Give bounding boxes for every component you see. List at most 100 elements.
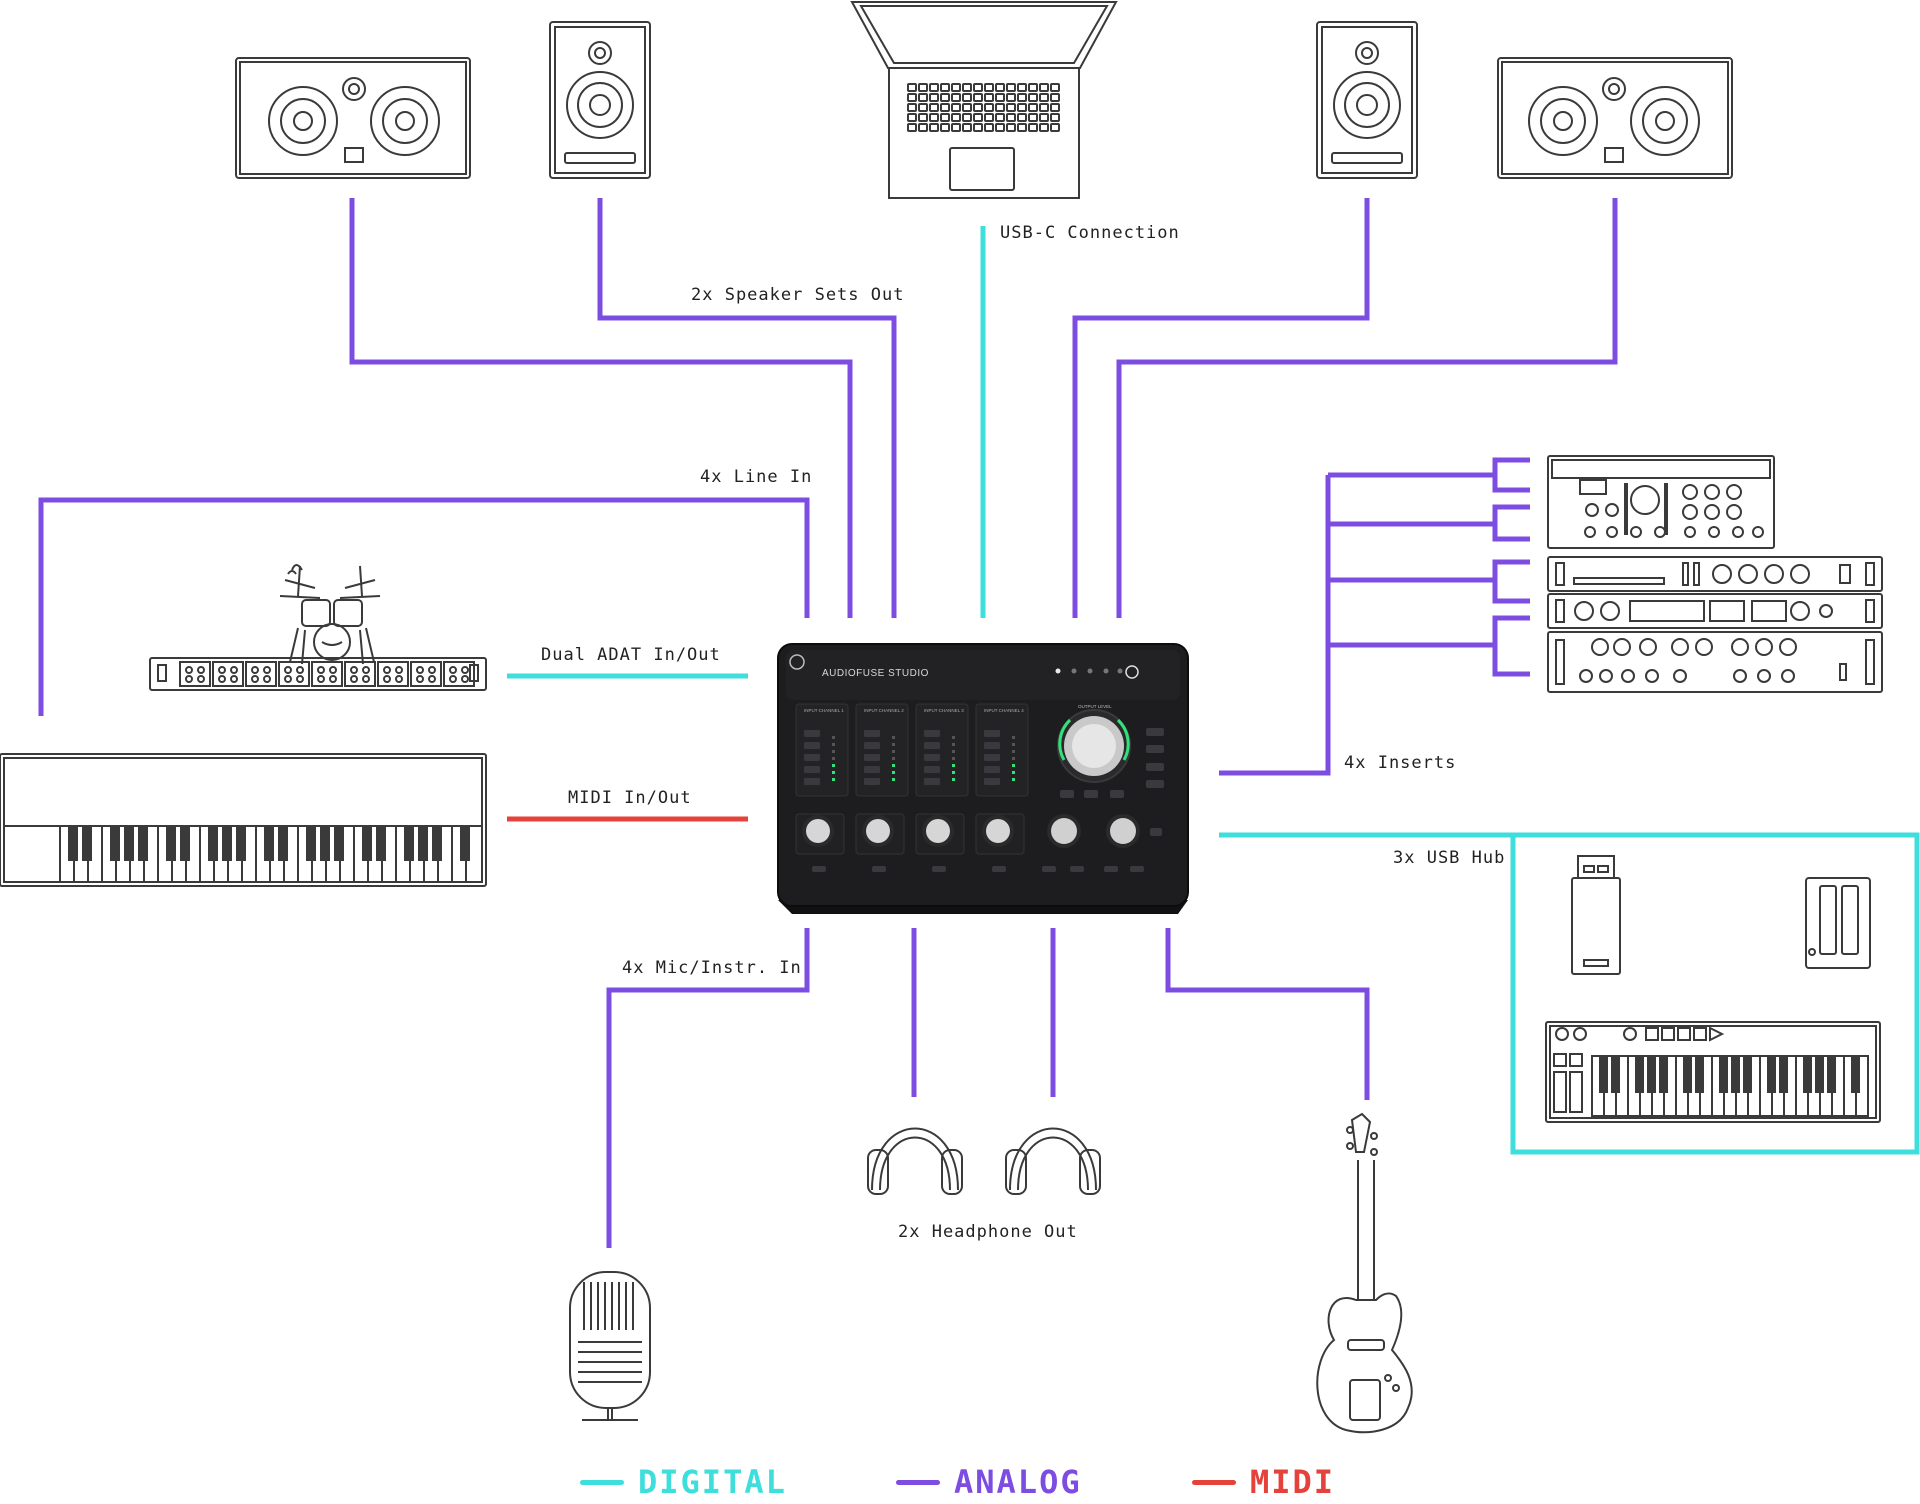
adat-module	[377, 661, 409, 687]
black-key	[110, 825, 120, 861]
label-inserts: 4x Inserts	[1344, 753, 1457, 773]
laptop-key	[1017, 83, 1027, 92]
black-key	[208, 825, 218, 861]
adat-module	[212, 661, 244, 687]
adat-module	[179, 661, 211, 687]
laptop-key	[973, 123, 983, 132]
black-key	[306, 825, 316, 861]
label-line-in: 4x Line In	[700, 467, 813, 487]
legend-analog-swatch	[896, 1479, 940, 1485]
laptop-key	[1006, 123, 1016, 132]
label-midi: MIDI In/Out	[568, 788, 692, 808]
black-key	[460, 825, 470, 861]
studio-monitor-right-large-icon	[1497, 57, 1733, 179]
drum-kit-icon	[279, 564, 381, 665]
laptop-key	[962, 113, 972, 122]
adat-module	[443, 661, 475, 687]
wire-speaker-right-small	[1072, 198, 1370, 618]
black-key	[376, 825, 386, 861]
input-channel-label: INPUT CHANNEL 1	[804, 708, 844, 713]
laptop-key	[951, 83, 961, 92]
adat-module	[410, 661, 442, 687]
laptop-key	[940, 83, 950, 92]
laptop-key	[907, 103, 917, 112]
laptop-key	[918, 123, 928, 132]
laptop-key	[929, 123, 939, 132]
legend-midi-swatch	[1192, 1479, 1236, 1485]
laptop-key	[951, 93, 961, 102]
black-key	[68, 825, 78, 861]
adat-module	[344, 661, 376, 687]
laptop-key	[951, 123, 961, 132]
wire-speaker-left-small	[597, 198, 897, 618]
laptop-key	[1006, 83, 1016, 92]
laptop-key	[1017, 103, 1027, 112]
label-speaker-sets-out: 2x Speaker Sets Out	[691, 285, 905, 305]
outboard-gear-3-icon	[1547, 593, 1883, 629]
laptop-key	[951, 113, 961, 122]
laptop-key	[984, 113, 994, 122]
black-key	[320, 825, 330, 861]
input-channel-strip	[855, 703, 909, 797]
laptop-key	[995, 113, 1005, 122]
laptop-key	[907, 93, 917, 102]
outboard-gear-4-icon	[1547, 631, 1883, 693]
laptop-key	[1050, 83, 1060, 92]
outboard-gear-2-icon	[1547, 556, 1883, 592]
laptop-key	[1028, 103, 1038, 112]
label-usb-hub: 3x USB Hub	[1393, 848, 1506, 868]
keyboard-controller-icon	[0, 753, 487, 887]
black-key	[82, 825, 92, 861]
black-key	[264, 825, 274, 861]
laptop-key	[907, 113, 917, 122]
laptop-key	[984, 103, 994, 112]
laptop-key	[907, 123, 917, 132]
laptop-key	[918, 103, 928, 112]
laptop-key	[929, 113, 939, 122]
studio-monitor-right-small-icon	[1316, 21, 1418, 179]
black-key	[404, 825, 414, 861]
laptop-key	[962, 83, 972, 92]
black-key	[418, 825, 428, 861]
laptop-key	[907, 83, 917, 92]
studio-monitor-left-small-icon	[549, 21, 651, 179]
black-key	[334, 825, 344, 861]
laptop-key	[995, 103, 1005, 112]
legend-digital: DIGITAL	[580, 1462, 787, 1502]
label-headphone-out: 2x Headphone Out	[898, 1222, 1078, 1242]
adat-module	[311, 661, 343, 687]
laptop-key	[940, 93, 950, 102]
laptop-key	[973, 103, 983, 112]
input-channel-strip	[975, 703, 1029, 797]
laptop-key	[918, 113, 928, 122]
black-key	[166, 825, 176, 861]
laptop-key	[1006, 113, 1016, 122]
adat-preamp-rack-icon	[149, 657, 487, 691]
laptop-key	[962, 103, 972, 112]
output-level-label: OUTPUT LEVEL	[1078, 704, 1112, 709]
device-brand: AUDIOFUSE STUDIO	[822, 668, 929, 679]
laptop-key	[1050, 123, 1060, 132]
laptop-key	[984, 83, 994, 92]
input-channel-strip	[915, 703, 969, 797]
laptop-key	[918, 83, 928, 92]
laptop-key	[1017, 93, 1027, 102]
laptop-key	[940, 103, 950, 112]
laptop-key	[1017, 123, 1027, 132]
headphones-left-icon	[867, 1127, 963, 1195]
laptop-key	[1006, 103, 1016, 112]
laptop-key	[1028, 123, 1038, 132]
label-adat: Dual ADAT In/Out	[541, 645, 721, 665]
laptop-key	[984, 123, 994, 132]
black-key	[362, 825, 372, 861]
laptop-key	[929, 93, 939, 102]
wire-speaker-right-large	[1116, 198, 1618, 618]
laptop-key	[973, 83, 983, 92]
headphones-right-icon	[1005, 1127, 1101, 1195]
usb-stick-icon	[1571, 855, 1621, 975]
laptop-key	[1050, 103, 1060, 112]
wire-line-in	[38, 497, 810, 716]
laptop-key	[1017, 113, 1027, 122]
black-key	[278, 825, 288, 861]
